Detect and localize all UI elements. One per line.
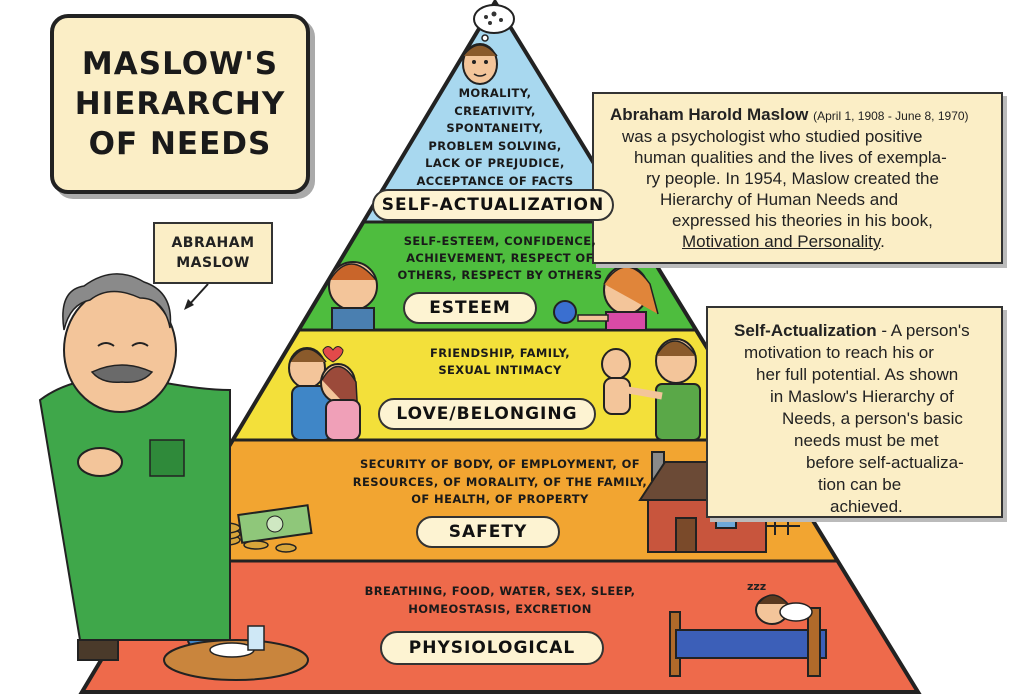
title-line-2: HIERARCHY [74, 86, 286, 122]
sa-heading: Self-Actualization - A person's [734, 320, 970, 341]
bio-name: Abraham Harold Maslow [610, 105, 809, 124]
hug-icon [288, 346, 361, 441]
needs-love-belonging: FRIENDSHIP, FAMILY, SEXUAL INTIMACY [385, 345, 615, 379]
need-line: HOMEOSTASIS, EXCRETION [408, 601, 592, 616]
bio-heading: Abraham Harold Maslow (April 1, 1908 - J… [610, 104, 969, 127]
needs-safety: SECURITY OF BODY, OF EMPLOYMENT, OF RESO… [305, 456, 695, 509]
bio-dates: (April 1, 1908 - June 8, 1970) [813, 109, 969, 123]
thought-bubble-icon [473, 4, 515, 42]
sa-line-7: tion can be [818, 475, 902, 494]
needs-self-actualization: MORALITY, CREATIVITY, SPONTANEITY, PROBL… [395, 85, 595, 190]
title-line-1: MASLOW'S [81, 46, 279, 82]
sa-line-2: her full potential. As shown [756, 365, 959, 384]
bio-book-title: Motivation and Personality [682, 232, 881, 251]
parent-baby-icon [601, 338, 701, 441]
need-line: ACCEPTANCE OF FACTS [416, 173, 574, 188]
need-line: MORALITY, [458, 86, 532, 100]
sa-term: Self-Actualization [734, 321, 877, 340]
bio-line-5: expressed his theories in his book, [672, 211, 933, 230]
need-line: SECURITY OF BODY, OF EMPLOYMENT, OF [359, 457, 641, 471]
label-safety: SAFETY [416, 516, 560, 548]
need-line: LACK OF PREJUDICE, [425, 156, 565, 170]
need-line: FRIENDSHIP, FAMILY, [430, 346, 570, 360]
bio-book-line: Motivation and Personality. [682, 231, 885, 252]
name-callout: ABRAHAM MASLOW [153, 222, 273, 284]
sa-first-rest: - A person's [876, 321, 970, 340]
name-line-2: MASLOW [176, 255, 250, 271]
need-line: ACHIEVEMENT, RESPECT OF [406, 251, 594, 265]
need-line: SPONTANEITY, [446, 121, 544, 135]
sa-line-1: motivation to reach his or [744, 343, 934, 362]
bio-book-end: . [880, 232, 885, 251]
label-self-actualization: SELF-ACTUALIZATION [372, 189, 614, 221]
need-line: SEXUAL INTIMACY [438, 363, 562, 377]
label-esteem: ESTEEM [403, 292, 537, 324]
title-line-3: OF NEEDS [88, 126, 272, 162]
need-line: CREATIVITY, [454, 103, 536, 118]
maslow-figure [38, 273, 231, 661]
bio-line-4: Hierarchy of Human Needs and [660, 190, 899, 209]
title-box: MASLOW'S HIERARCHY OF NEEDS [50, 14, 310, 194]
bio-line-2: human qualities and the lives of exempla… [634, 148, 947, 167]
need-line: SELF-ESTEEM, CONFIDENCE, [403, 234, 597, 248]
need-line: BREATHING, FOOD, WATER, SEX, SLEEP, [364, 584, 636, 598]
needs-physiological: BREATHING, FOOD, WATER, SEX, SLEEP, HOME… [325, 583, 675, 618]
need-line: PROBLEM SOLVING, [428, 138, 562, 153]
need-line: RESOURCES, OF MORALITY, OF THE FAMILY, [352, 474, 648, 489]
sa-line-5: needs must be met [794, 431, 939, 450]
bio-line-1: was a psychologist who studied positive [622, 127, 923, 146]
bio-box: Abraham Harold Maslow (April 1, 1908 - J… [592, 92, 1003, 264]
sa-line-6: before self-actualiza- [806, 453, 964, 472]
name-line-1: ABRAHAM [171, 235, 255, 251]
sa-line-4: Needs, a person's basic [782, 409, 963, 428]
sa-line-8: achieved. [830, 497, 903, 516]
self-actualization-note: Self-Actualization - A person's motivati… [706, 306, 1003, 518]
bio-line-3: ry people. In 1954, Maslow created the [646, 169, 939, 188]
sa-line-3: in Maslow's Hierarchy of [770, 387, 954, 406]
label-physiological: PHYSIOLOGICAL [380, 631, 604, 665]
children-esteem-icon [328, 261, 659, 331]
need-line: OF HEALTH, OF PROPERTY [411, 492, 589, 506]
label-love-belonging: LOVE/BELONGING [378, 398, 596, 430]
need-line: OTHERS, RESPECT BY OTHERS [397, 268, 603, 282]
sleep-text: zzz [747, 580, 766, 593]
thinking-head-icon [462, 43, 498, 85]
needs-esteem: SELF-ESTEEM, CONFIDENCE, ACHIEVEMENT, RE… [385, 233, 615, 284]
sleeping-boy-icon [669, 594, 827, 677]
